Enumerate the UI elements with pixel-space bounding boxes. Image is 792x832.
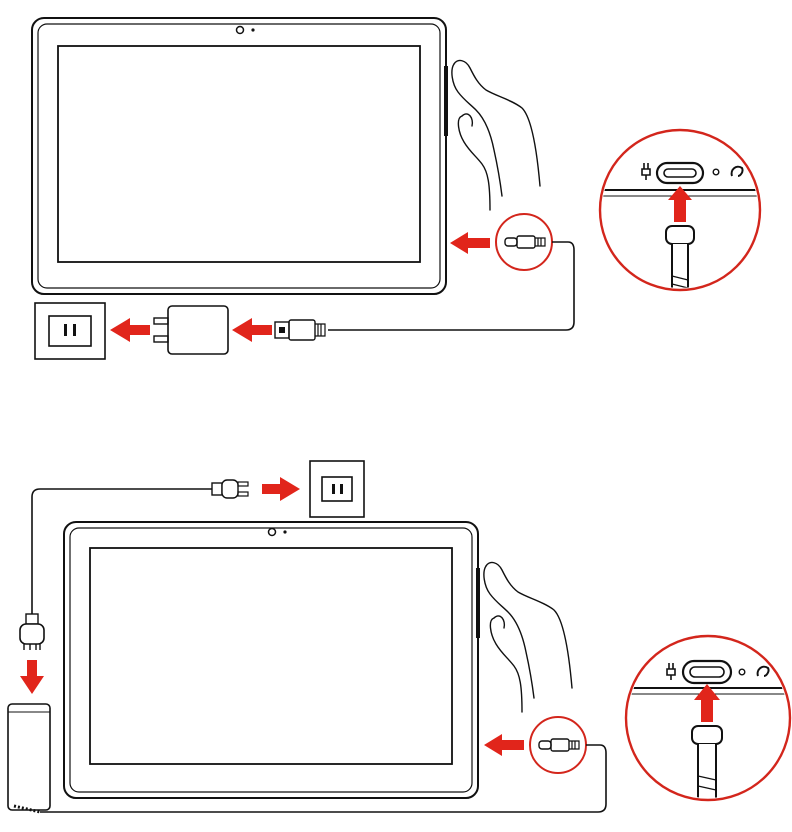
hand-icon xyxy=(451,59,541,211)
tablet-icon xyxy=(63,521,480,799)
charging-cable xyxy=(328,241,575,331)
power-adapter-icon xyxy=(153,305,229,355)
usb-a-plug-icon xyxy=(274,319,326,341)
arrow-to-brick xyxy=(20,660,44,694)
diagram-top xyxy=(31,17,762,360)
wall-outlet-icon xyxy=(309,460,365,518)
arrow-to-tablet xyxy=(484,734,524,756)
ac-plug-icon xyxy=(211,479,249,499)
arrow-to-outlet xyxy=(262,477,300,501)
arrow-to-adapter xyxy=(232,318,272,342)
camera-icon xyxy=(267,527,277,537)
usb-c-plug-icon xyxy=(529,716,587,774)
brick-connector-icon xyxy=(19,613,45,650)
ac-cable xyxy=(31,488,212,614)
charging-cable xyxy=(40,744,607,813)
usb-c-port-callout-icon xyxy=(598,128,762,292)
usb-c-plug-icon xyxy=(495,213,553,271)
tablet-icon xyxy=(31,17,448,295)
usb-c-port-callout-icon xyxy=(624,634,792,802)
arrow-to-outlet xyxy=(110,318,150,342)
power-brick-icon xyxy=(7,703,51,814)
diagram-bottom xyxy=(7,460,792,814)
wall-outlet-icon xyxy=(34,302,106,360)
arrow-to-tablet xyxy=(450,232,490,254)
camera-icon xyxy=(235,25,245,35)
hand-icon xyxy=(483,561,573,713)
